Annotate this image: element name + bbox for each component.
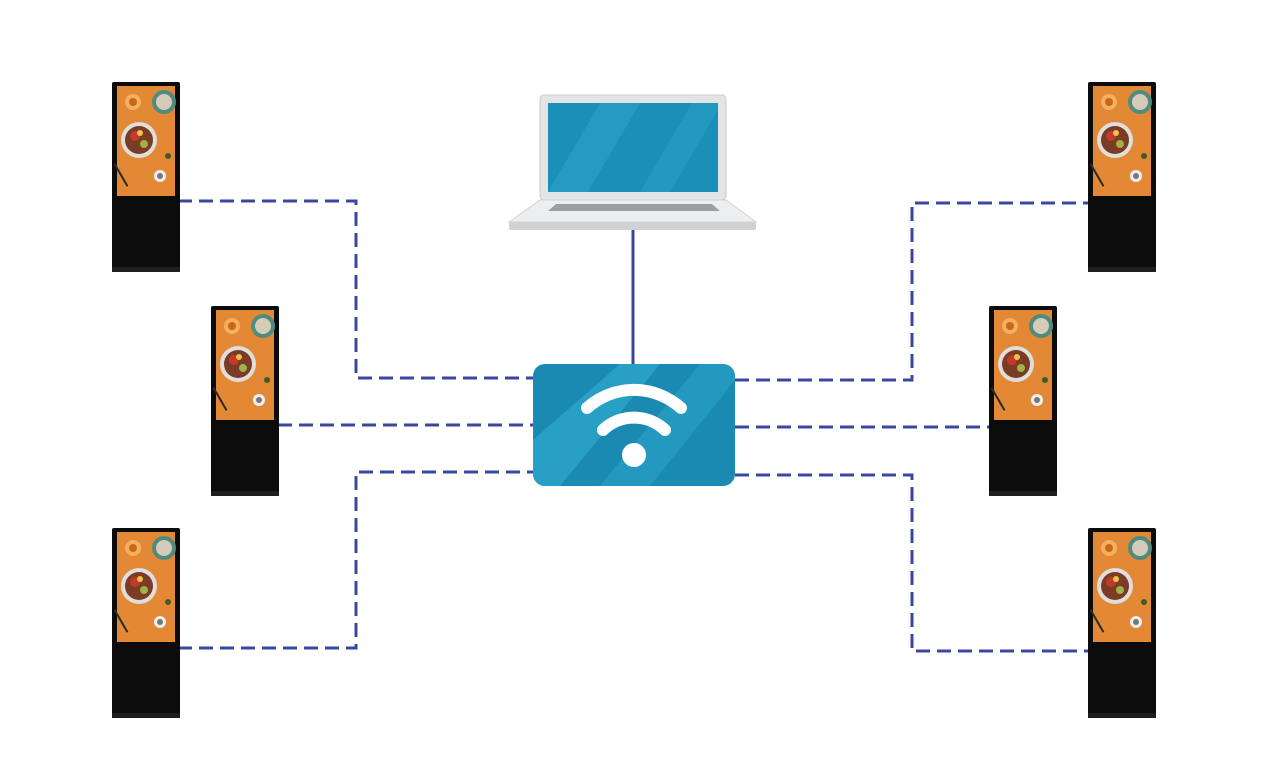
wifi-icon xyxy=(581,383,687,436)
kiosk-right-top xyxy=(1088,82,1156,272)
kiosk-left-middle xyxy=(211,306,279,496)
kiosk-right-middle xyxy=(989,306,1057,496)
router-icon xyxy=(533,364,735,486)
kiosk-left-top xyxy=(112,82,180,272)
link-left-top xyxy=(178,199,535,380)
connectors xyxy=(178,199,1090,653)
link-right-bottom xyxy=(735,473,1090,653)
link-right-top xyxy=(735,201,1090,382)
kiosk-right-bottom xyxy=(1088,528,1156,718)
laptop-icon xyxy=(507,94,758,230)
link-left-bottom xyxy=(178,470,535,650)
kiosk-left-bottom xyxy=(112,528,180,718)
